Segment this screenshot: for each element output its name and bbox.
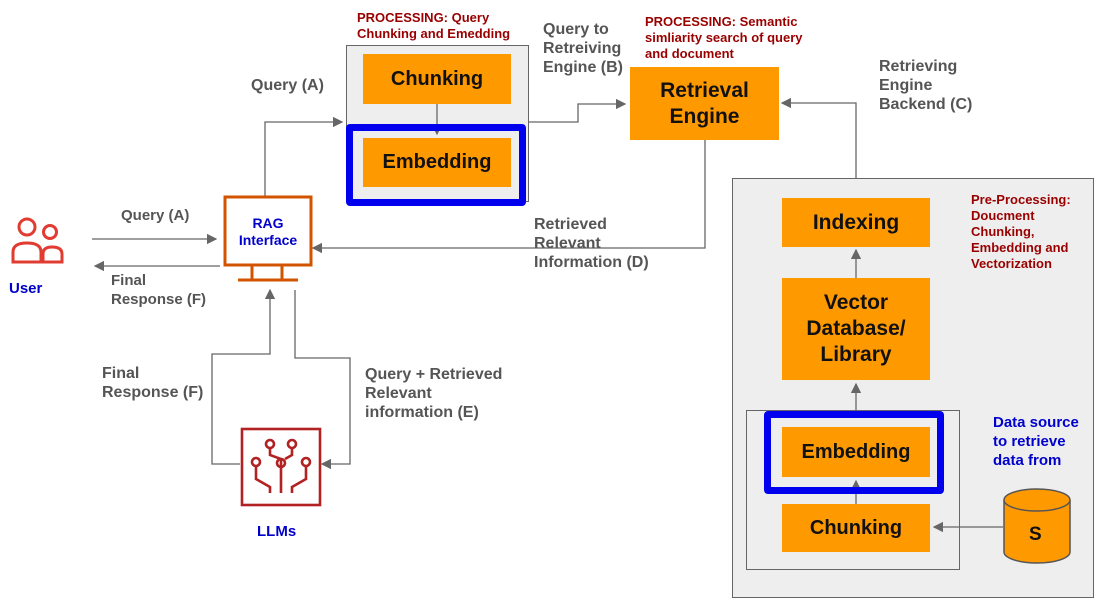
- final-response-bottom-label: Final Response (F): [102, 365, 204, 401]
- user-label: User: [9, 280, 43, 297]
- embedding-box-bottom: Embedding: [782, 427, 930, 477]
- circuit-chip-icon: [240, 427, 322, 507]
- query-retrieved-label: Query + Retrieved Relevant information (…: [365, 366, 503, 421]
- query-to-engine-label: Query to Retreiving Engine (B): [543, 21, 623, 76]
- processing-query-label: PROCESSING: Query Chunking and Emedding: [357, 10, 511, 41]
- rag-interface-label: RAG Interface: [238, 215, 298, 248]
- query-a-left-label: Query (A): [121, 207, 190, 224]
- retrieving-backend-label: Retrieving Engine Backend (C): [879, 58, 973, 113]
- users-icon: [10, 216, 66, 264]
- query-a-top-label: Query (A): [251, 77, 324, 94]
- chunking-box-top: Chunking: [363, 54, 511, 104]
- indexing-box: Indexing: [782, 198, 930, 247]
- embedding-box-top: Embedding: [363, 138, 511, 187]
- embedding-highlight-top: [346, 124, 526, 206]
- final-response-top-label: Final Response (F): [111, 272, 207, 308]
- chunk-embed-subpanel: [746, 410, 960, 570]
- monitor-icon: [222, 195, 314, 287]
- processing-semantic-label: PROCESSING: Semantic simliarity search o…: [645, 14, 803, 61]
- data-source-label: Data source to retrieve data from: [993, 414, 1079, 469]
- database-cylinder-icon: [1003, 488, 1071, 564]
- storage-letter: S: [1029, 524, 1042, 545]
- retrieved-info-label: Retrieved Relevant Information (D): [534, 216, 649, 271]
- preprocessing-label: Pre-Processing: Doucment Chunking, Embed…: [971, 192, 1071, 271]
- llms-label: LLMs: [257, 523, 297, 540]
- chunking-box-bottom: Chunking: [782, 504, 930, 552]
- vector-database-box: Vector Database/ Library: [782, 278, 930, 380]
- retrieval-engine-box: Retrieval Engine: [630, 67, 779, 140]
- embedding-highlight-bottom: [764, 411, 944, 494]
